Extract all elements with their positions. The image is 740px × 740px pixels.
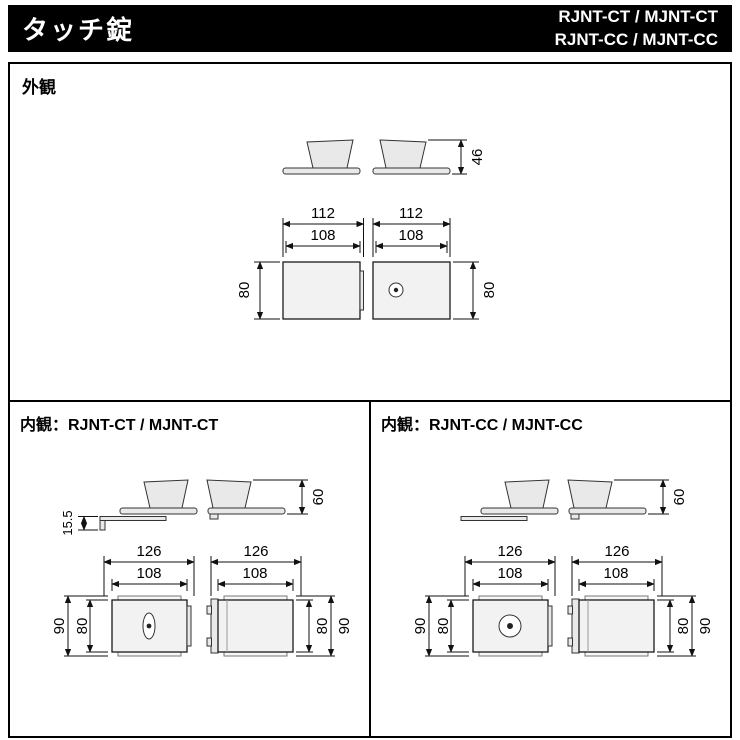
exterior-drawing: 46 112 108 xyxy=(236,139,498,320)
model-numbers: RJNT-CT / MJNT-CT RJNT-CC / MJNT-CC xyxy=(555,6,718,50)
dim-value-90: 90 xyxy=(412,618,429,635)
interior-ct-handle-right xyxy=(206,479,286,520)
dim-exterior-width-inner-left: 108 xyxy=(285,227,361,253)
dim-cc-width-inner-left: 108 xyxy=(472,565,549,591)
dim-value-80: 80 xyxy=(435,618,452,635)
model-line-1: RJNT-CT / MJNT-CT xyxy=(558,7,718,27)
dim-value-90: 90 xyxy=(697,618,714,635)
dim-exterior-handle-depth: 46 xyxy=(428,139,486,175)
dim-ct-handle-depth: 60 xyxy=(253,479,327,515)
dim-cc-height-outer-left: 90 xyxy=(412,595,469,657)
dim-value-108: 108 xyxy=(242,565,267,582)
interior-ct-lock-body-left xyxy=(111,595,192,657)
interior-cc-handle-right xyxy=(567,479,647,520)
dim-value-80: 80 xyxy=(314,618,331,635)
exterior-handle-right xyxy=(372,139,451,175)
dim-value-80: 80 xyxy=(675,618,692,635)
dim-value-126: 126 xyxy=(136,543,161,560)
page-title: タッチ錠 xyxy=(22,15,135,45)
dim-value-80: 80 xyxy=(74,618,91,635)
model-line-2: RJNT-CC / MJNT-CC xyxy=(554,29,718,49)
dim-value-108: 108 xyxy=(136,565,161,582)
dim-cc-width-outer-right: 126 xyxy=(571,543,663,596)
dim-ct-height-outer-left: 90 xyxy=(51,595,108,657)
dim-value-126: 126 xyxy=(497,543,522,560)
dim-value-108: 108 xyxy=(497,565,522,582)
dim-exterior-height-right: 80 xyxy=(453,261,498,320)
dim-exterior-height-left: 80 xyxy=(236,261,280,320)
interior-cc-drawing: 60 126 108 xyxy=(412,479,714,657)
exterior-lock-body-right xyxy=(372,261,451,320)
latch-peg xyxy=(99,520,106,531)
dim-cc-height-inner-left: 80 xyxy=(435,599,469,653)
dim-value-15-5: 15.5 xyxy=(60,510,75,535)
header-bar: タッチ錠 RJNT-CT / MJNT-CT RJNT-CC / MJNT-CC xyxy=(8,5,732,52)
dim-value-108: 108 xyxy=(310,227,335,244)
interior-cc-handle-left xyxy=(460,479,559,521)
dim-exterior-width-outer-right: 112 xyxy=(372,205,451,257)
interior-cc-label: 内観：RJNT-CC / MJNT-CC xyxy=(381,417,583,434)
dim-exterior-width-outer-left: 112 xyxy=(282,205,365,257)
dim-ct-height-inner-left: 80 xyxy=(74,599,108,653)
dim-ct-height-inner-right: 80 xyxy=(296,599,331,653)
exterior-lock-body-left xyxy=(282,261,364,320)
exterior-label: 外観 xyxy=(22,78,56,97)
dim-ct-width-outer-left: 126 xyxy=(103,543,195,596)
dim-value-126: 126 xyxy=(243,543,268,560)
dim-ct-width-inner-left: 108 xyxy=(111,565,188,591)
interior-cc-lock-body-right xyxy=(567,595,655,657)
section-interior-ct: 内観：RJNT-CT / MJNT-CT xyxy=(10,402,371,736)
dim-cc-width-outer-left: 126 xyxy=(464,543,556,596)
dim-value-90: 90 xyxy=(336,618,353,635)
thumbturn-icon xyxy=(142,612,156,640)
exterior-handle-left xyxy=(282,139,361,175)
dim-cc-width-inner-right: 108 xyxy=(578,565,655,591)
key-cylinder-icon xyxy=(388,282,404,298)
dim-exterior-width-inner-right: 108 xyxy=(375,227,448,253)
dim-value-80: 80 xyxy=(481,282,498,299)
spec-panel: 外観 xyxy=(8,62,732,738)
dim-ct-height-outer-right: 90 xyxy=(296,595,353,657)
dim-value-60: 60 xyxy=(671,489,688,506)
dim-value-90: 90 xyxy=(51,618,68,635)
dim-cc-height-outer-right: 90 xyxy=(657,595,714,657)
dim-ct-width-outer-right: 126 xyxy=(210,543,302,596)
dim-cc-height-inner-right: 80 xyxy=(657,599,692,653)
interior-ct-handle-left xyxy=(99,479,198,531)
dim-value-112: 112 xyxy=(311,205,335,222)
section-exterior: 外観 xyxy=(10,64,730,402)
interior-ct-label: 内観：RJNT-CT / MJNT-CT xyxy=(20,417,219,434)
dim-value-112: 112 xyxy=(399,205,423,222)
dim-cc-handle-depth: 60 xyxy=(614,479,688,515)
dim-value-108: 108 xyxy=(603,565,628,582)
dim-value-60: 60 xyxy=(310,489,327,506)
dim-ct-width-inner-right: 108 xyxy=(217,565,294,591)
dim-value-80: 80 xyxy=(236,282,253,299)
dim-value-108: 108 xyxy=(398,227,423,244)
dim-value-46: 46 xyxy=(469,149,486,166)
interior-ct-lock-body-right xyxy=(206,595,294,657)
interior-sections: 内観：RJNT-CT / MJNT-CT xyxy=(10,402,730,736)
interior-ct-drawing: 60 15.5 126 xyxy=(51,479,353,657)
dim-ct-lever-drop: 15.5 xyxy=(60,510,98,536)
dim-value-126: 126 xyxy=(604,543,629,560)
section-interior-cc: 内観：RJNT-CC / MJNT-CC xyxy=(371,402,730,736)
interior-cc-lock-body-left xyxy=(472,595,553,657)
turn-knob-icon xyxy=(498,614,522,638)
